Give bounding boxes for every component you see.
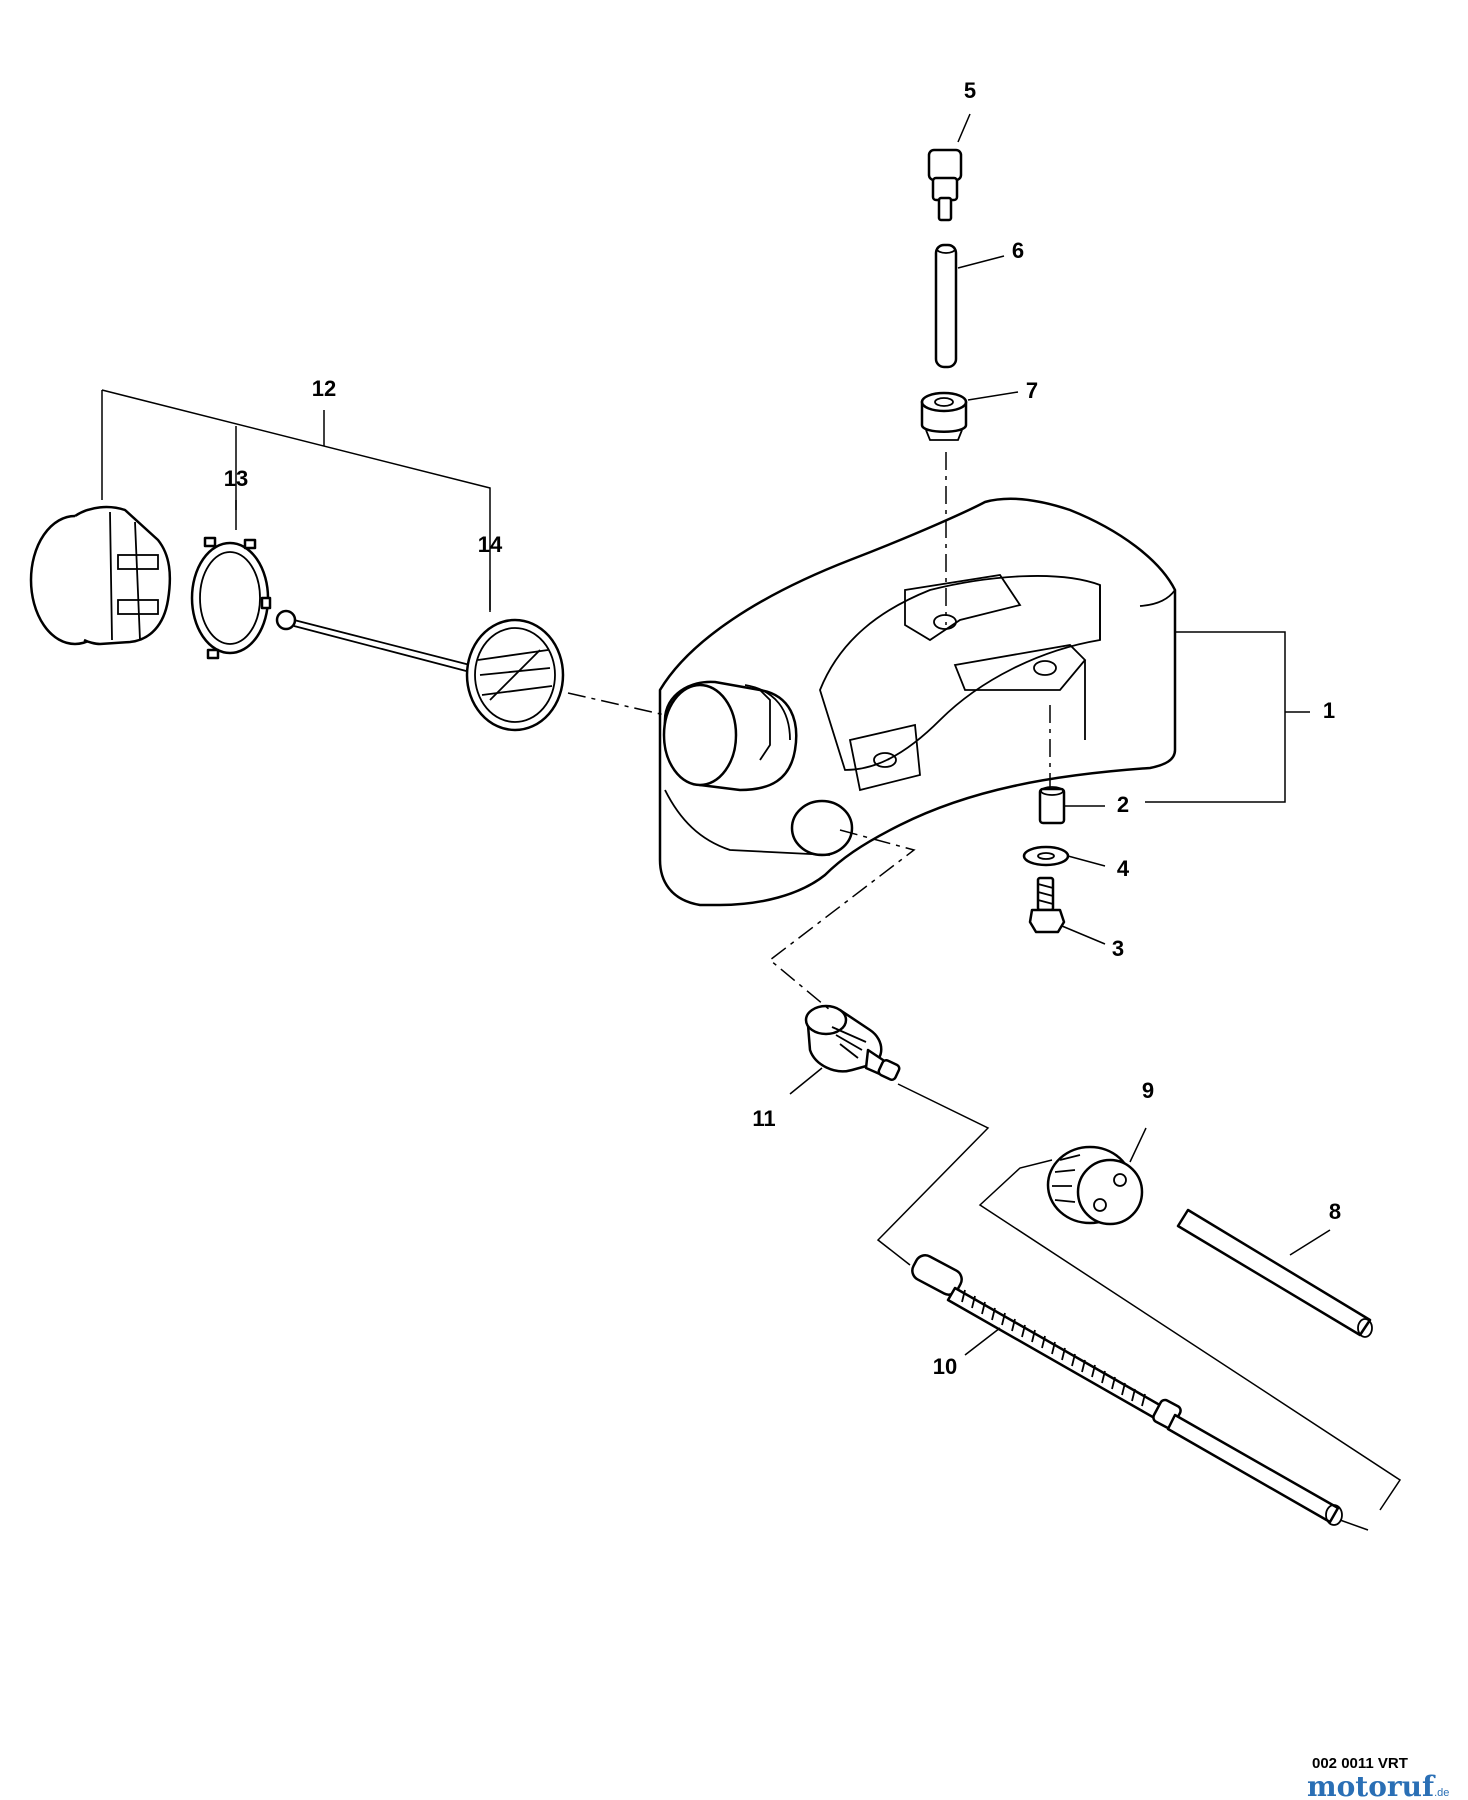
callout-6: 6 (1012, 238, 1024, 263)
watermark-suffix: .de (1434, 1787, 1449, 1799)
callout-3: 3 (1112, 936, 1124, 961)
svg-text:motoruf.de: motoruf.de (1307, 1770, 1449, 1800)
callout-14: 14 (478, 532, 503, 557)
part-3-bolt (1028, 876, 1066, 934)
callout-4: 4 (1117, 856, 1130, 881)
part-11-fuel-filter (804, 1004, 901, 1081)
part-10-fuel-line (911, 1254, 1343, 1526)
part-7-grommet (920, 391, 968, 441)
callouts: 1 2 3 4 5 6 7 8 9 10 11 12 13 14 (224, 78, 1341, 1379)
part-8-pipe (1176, 1208, 1373, 1338)
callout-13: 13 (224, 466, 248, 491)
watermark-text: motoruf (1307, 1770, 1436, 1800)
callout-9: 9 (1142, 1078, 1154, 1103)
part-12-fuel-cap (29, 505, 172, 646)
callout-12: 12 (312, 376, 336, 401)
leader-lines (101, 113, 1402, 1531)
watermark-logo: motoruf.de (1307, 1770, 1449, 1800)
drawing-code: 002 0011 VRT (1312, 1755, 1408, 1772)
callout-1: 1 (1323, 698, 1335, 723)
fuel-tank (658, 497, 1177, 907)
part-9-grommet (1046, 1145, 1144, 1226)
part-14-cap-gasket (275, 609, 565, 732)
part-13-cap-ring (190, 536, 272, 660)
callout-7: 7 (1026, 378, 1038, 403)
assembly-lines (567, 452, 1051, 1011)
callout-2: 2 (1117, 792, 1129, 817)
part-4-washer (1022, 845, 1070, 867)
callout-11: 11 (752, 1106, 775, 1131)
part-5-vent-plug (927, 148, 963, 222)
part-6-vent-tube (934, 243, 958, 369)
part-2-collar (1038, 786, 1066, 825)
callout-5: 5 (964, 78, 976, 103)
callout-8: 8 (1329, 1199, 1341, 1224)
callout-10: 10 (933, 1354, 957, 1379)
